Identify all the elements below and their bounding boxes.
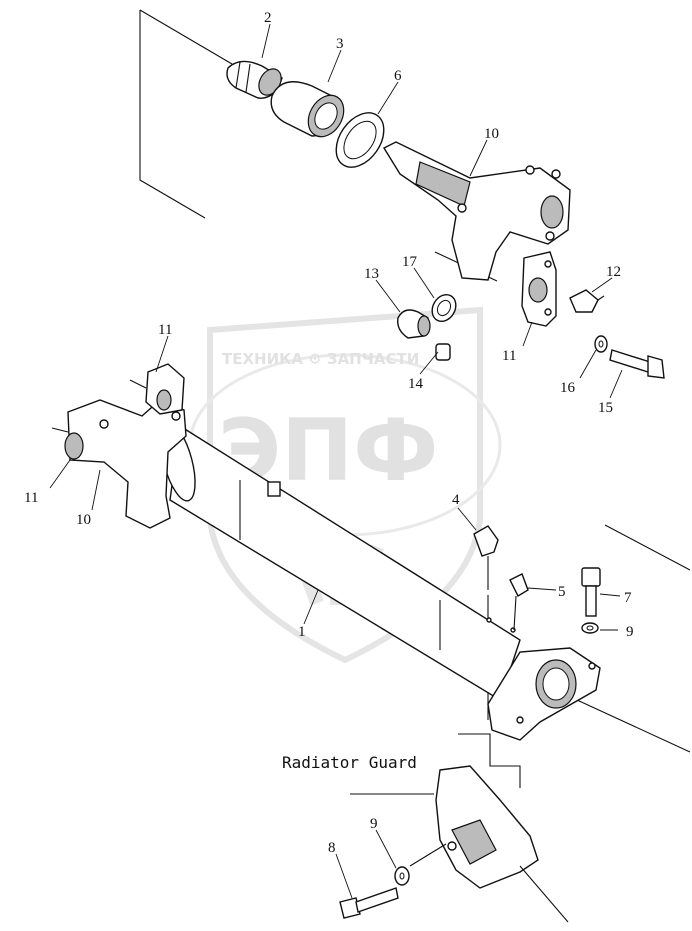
callout-3: 3 [336,36,344,52]
part-3-sleeve [270,81,345,138]
callout-13: 13 [364,266,379,282]
callout-5: 5 [558,584,566,600]
part-4-elbow-fitting [473,525,499,590]
part-12-grease-fitting [569,289,605,313]
callout-2: 2 [264,10,272,26]
callout-15: 15 [598,400,613,416]
callout-7: 7 [624,590,632,606]
part-16-washer [594,335,608,353]
part-9-washer-top [581,622,599,634]
leader-lines [49,23,623,899]
radiator-guard-caption: Radiator Guard [282,753,417,772]
callout-11-right: 11 [502,348,516,364]
part-7-bolt [581,567,601,617]
callout-10-top: 10 [484,126,499,142]
callout-17: 17 [402,254,418,270]
callout-10-left: 10 [76,512,91,528]
part-13-bushing [397,309,431,339]
part-11-cap [521,251,557,327]
callout-12: 12 [606,264,621,280]
callout-16: 16 [560,380,576,396]
part-10-left-bracket [64,399,187,529]
part-5-grease-nipple [509,573,529,631]
callout-9-right: 9 [626,624,634,640]
part-11-left-cap [51,363,185,433]
callout-1: 1 [298,624,306,640]
radiator-guard-bracket [350,733,569,923]
callout-11-left: 11 [24,490,38,506]
callout-14: 14 [408,376,424,392]
callout-labels: 2 3 6 10 12 11 17 13 14 16 15 11 11 10 4… [24,10,634,856]
part-2-bushing [226,60,283,99]
callout-11-left-top: 11 [158,322,172,338]
part-17-ring [431,293,457,323]
part-10-pivot-bracket [383,141,571,281]
callout-6: 6 [394,68,402,84]
callout-8: 8 [328,840,336,856]
part-9-washer-bottom [394,866,410,886]
callout-9-bottom: 9 [370,816,378,832]
callout-4: 4 [452,492,460,508]
part-15-bolt [609,349,665,379]
part-6-ring [335,112,385,168]
watermark-brand-text: ТЕХНИКА ⚙ ЗАПЧАСТИ [222,350,419,368]
axle-right-bracket [487,647,601,741]
part-14-nut [435,343,451,361]
part-8-bolt [339,887,399,919]
